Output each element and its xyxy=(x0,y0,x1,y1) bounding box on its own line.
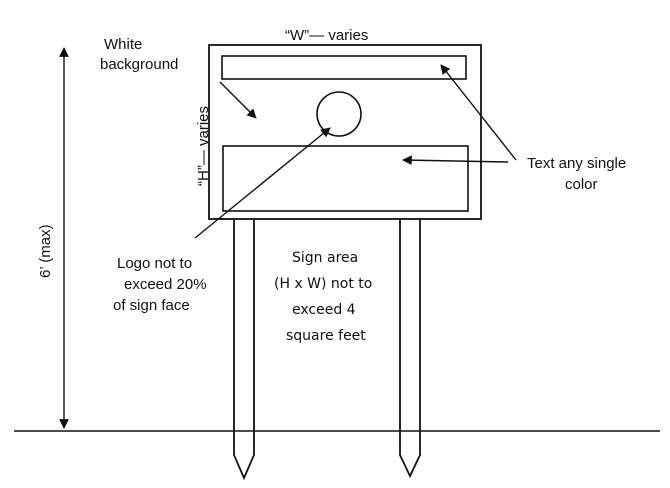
top-text-band xyxy=(221,55,467,80)
white-background-arrow xyxy=(219,81,257,119)
bottom-text-band xyxy=(222,145,469,212)
logo-note-line3: of sign face xyxy=(113,297,190,314)
left-post xyxy=(233,220,255,481)
white-background-label-line1: White xyxy=(104,36,142,53)
text-color-label-line1: Text any single xyxy=(527,155,626,172)
width-label: “W”— varies xyxy=(285,27,368,44)
right-post xyxy=(399,216,421,479)
text-arrow-top xyxy=(440,64,517,161)
sign-area-line1: Sign area xyxy=(292,250,358,266)
logo-note-line2: exceed 20% xyxy=(124,276,207,293)
logo-circle xyxy=(316,91,362,137)
height-label: “H”— varies xyxy=(195,106,212,186)
sign-area-line2: (H x W) not to xyxy=(274,276,372,292)
sign-area-line4: square feet xyxy=(286,328,366,344)
white-background-label-line2: background xyxy=(100,56,178,73)
logo-note-line1: Logo not to xyxy=(117,255,192,272)
text-color-label-line2: color xyxy=(565,176,598,193)
text-arrow-bottom xyxy=(402,155,509,166)
height-limit-label: 6’ (max) xyxy=(37,224,54,278)
logo-arrow xyxy=(194,127,331,239)
sign-area-line3: exceed 4 xyxy=(292,302,356,318)
